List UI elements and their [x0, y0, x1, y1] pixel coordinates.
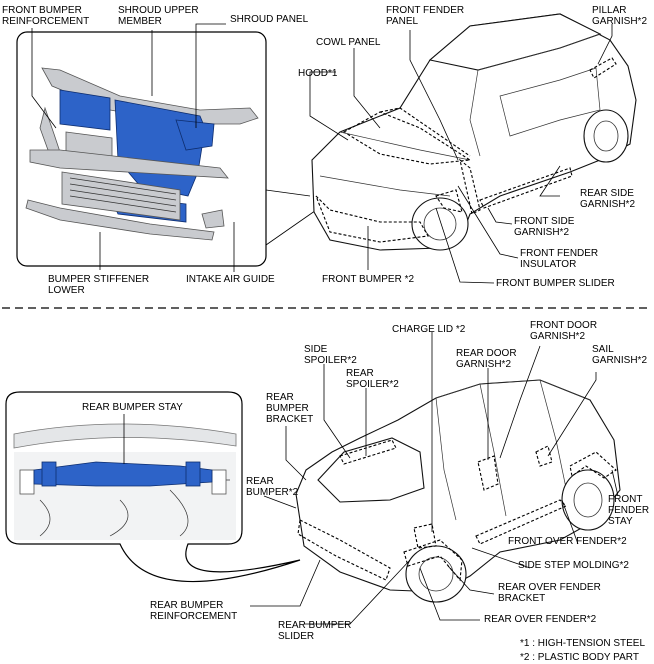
- label-line: SIDE: [304, 344, 328, 355]
- label-line: SIDE STEP MOLDING*2: [518, 560, 629, 571]
- label-line: REAR: [346, 368, 374, 379]
- label-line: FRONT FENDER: [520, 248, 598, 259]
- label-line: GARNISH*2: [592, 355, 647, 366]
- label-charge-lid: CHARGE LID *2: [392, 324, 466, 335]
- label-line: REAR DOOR: [456, 348, 517, 359]
- label-front-bumper: FRONT BUMPER *2: [322, 274, 414, 285]
- label-line: FRONT: [608, 494, 642, 505]
- label-line: FRONT OVER FENDER*2: [508, 536, 627, 547]
- label-line: BRACKET: [266, 414, 313, 425]
- label-line: INTAKE AIR GUIDE: [186, 274, 275, 285]
- label-line: REAR: [246, 476, 274, 487]
- label-line: FRONT FENDER: [386, 5, 464, 16]
- label-shroud-panel: SHROUD PANEL: [230, 14, 309, 25]
- label-line: HOOD*1: [298, 68, 338, 79]
- label-rear-over-fender: REAR OVER FENDER*2: [484, 614, 597, 625]
- label-line: GARNISH*2: [456, 359, 511, 370]
- label-intake-air-guide: INTAKE AIR GUIDE: [186, 274, 275, 285]
- label-line: REAR OVER FENDER*2: [484, 614, 597, 625]
- rear-car-illustration: [295, 379, 621, 603]
- label-line: SPOILER*2: [346, 379, 399, 390]
- label-cowl-panel: COWL PANEL: [316, 37, 381, 48]
- rear-stay-illustration: [13, 423, 237, 540]
- label-line: REAR OVER FENDER: [498, 582, 601, 593]
- label-rear-bumper-stay: REAR BUMPER STAY: [82, 402, 183, 413]
- legend-note-1: *1 : HIGH-TENSION STEEL: [520, 638, 645, 649]
- label-front-bumper-slider: FRONT BUMPER SLIDER: [496, 278, 615, 289]
- legend: *1 : HIGH-TENSION STEEL *2 : PLASTIC BOD…: [520, 638, 645, 663]
- label-line: BRACKET: [498, 593, 545, 604]
- legend-note-2: *2 : PLASTIC BODY PART: [520, 652, 639, 663]
- label-line: SLIDER: [278, 631, 314, 642]
- label-line: FRONT BUMPER: [2, 5, 82, 16]
- label-line: PANEL: [386, 16, 418, 27]
- label-line: REAR BUMPER: [278, 620, 351, 631]
- label-hood: HOOD*1: [298, 68, 338, 79]
- label-line: REAR SIDE: [580, 188, 634, 199]
- label-line: SHROUD UPPER: [118, 5, 199, 16]
- label-line: REINFORCEMENT: [2, 16, 89, 27]
- label-line: PILLAR: [592, 5, 626, 16]
- label-line: GARNISH*2: [592, 16, 647, 27]
- label-line: FRONT BUMPER *2: [322, 274, 414, 285]
- label-line: BUMPER STIFFENER: [48, 274, 149, 285]
- label-line: REINFORCEMENT: [150, 611, 237, 622]
- rear-leader-lines: [123, 332, 619, 625]
- label-line: FRONT BUMPER SLIDER: [496, 278, 615, 289]
- label-line: LOWER: [48, 285, 85, 296]
- front-module-illustration: [25, 67, 259, 241]
- label-side-step-molding: SIDE STEP MOLDING*2: [518, 560, 629, 571]
- front-leader-lines: [31, 23, 613, 284]
- label-line: FENDER: [608, 505, 649, 516]
- label-line: STAY: [608, 516, 633, 527]
- label-line: SPOILER*2: [304, 355, 357, 366]
- label-line: COWL PANEL: [316, 37, 381, 48]
- label-line: REAR BUMPER STAY: [82, 402, 183, 413]
- label-line: REAR: [266, 392, 294, 403]
- label-line: SHROUD PANEL: [230, 14, 309, 25]
- label-line: FRONT DOOR: [530, 320, 597, 331]
- label-line: MEMBER: [118, 16, 162, 27]
- label-line: CHARGE LID *2: [392, 324, 466, 335]
- front-inset-callout: [265, 189, 323, 246]
- label-line: GARNISH*2: [580, 199, 635, 210]
- label-front-over-fender: FRONT OVER FENDER*2: [508, 536, 627, 547]
- label-line: INSULATOR: [520, 259, 576, 270]
- label-line: SAIL: [592, 344, 614, 355]
- label-line: FRONT SIDE: [514, 216, 575, 227]
- label-line: GARNISH*2: [530, 331, 585, 342]
- label-line: BUMPER*2: [246, 487, 299, 498]
- label-line: GARNISH*2: [514, 227, 569, 238]
- label-line: BUMPER: [266, 403, 309, 414]
- label-line: REAR BUMPER: [150, 600, 223, 611]
- front-car-illustration: [311, 13, 637, 251]
